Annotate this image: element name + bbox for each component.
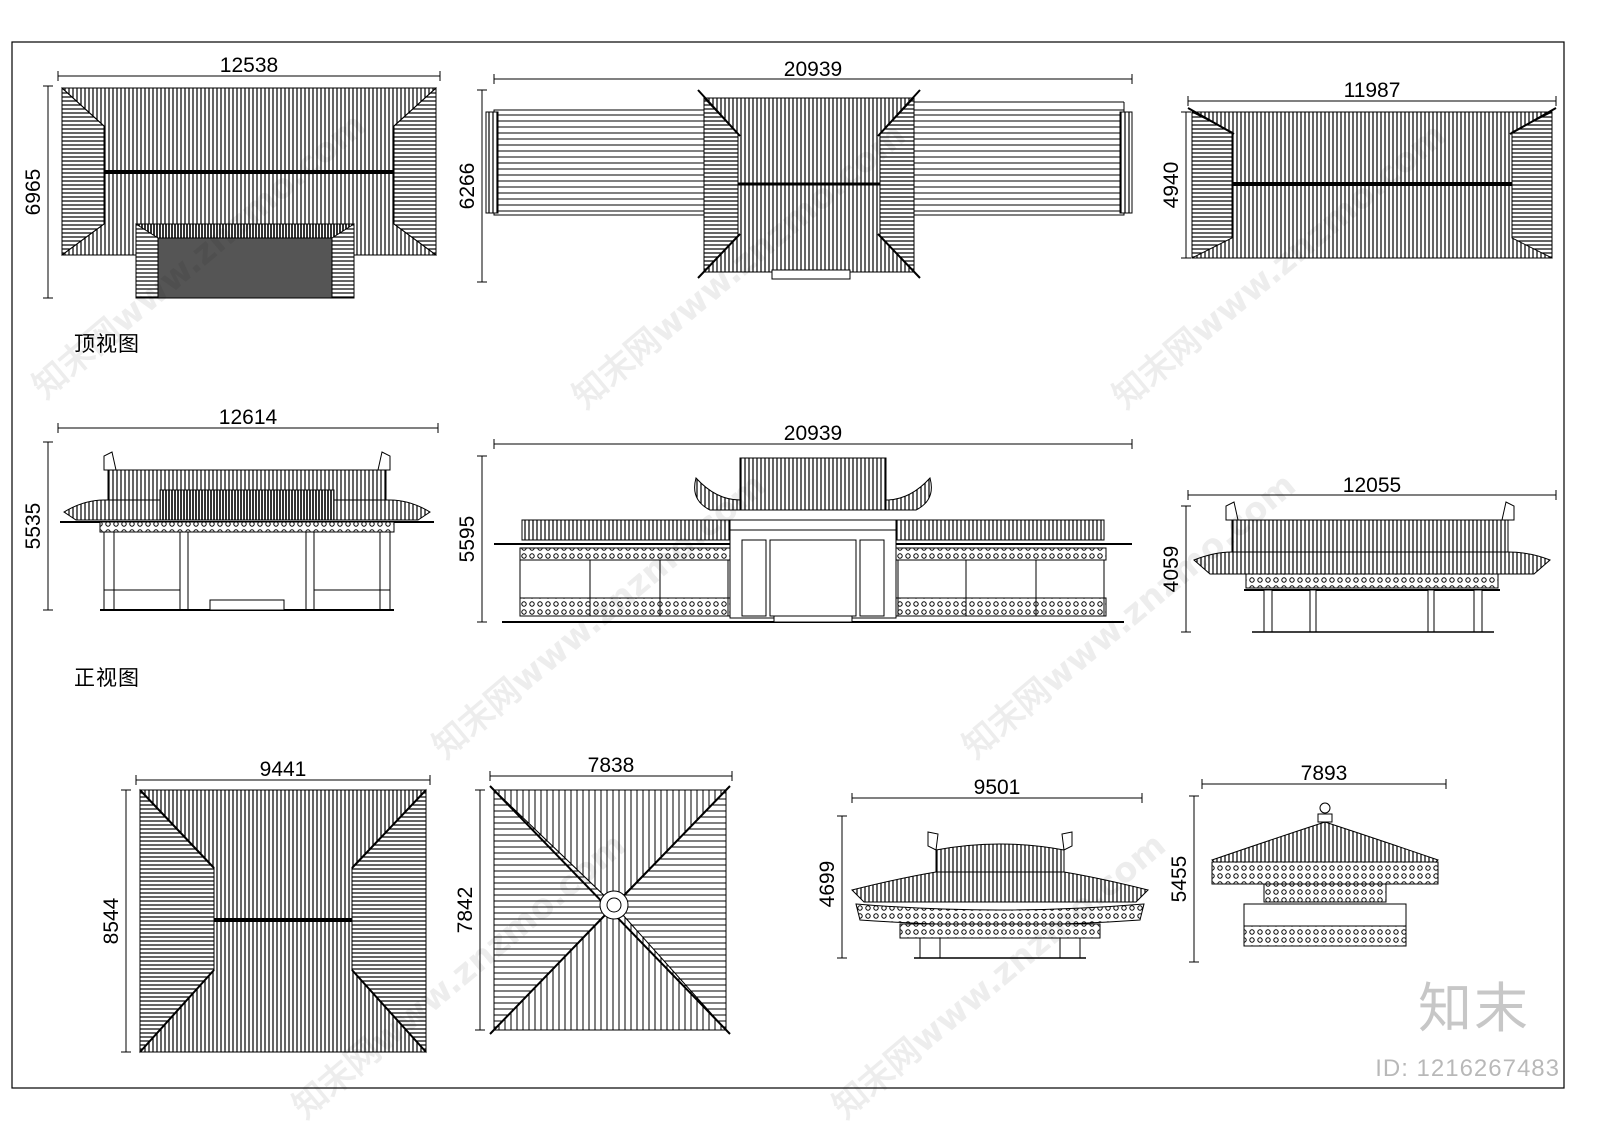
- front-view-3: [1193, 501, 1551, 633]
- top-view-4: [139, 788, 427, 1054]
- dim-1: [43, 71, 441, 299]
- dim-9-height: 4699: [816, 861, 839, 908]
- dim-3-height: 4940: [1160, 162, 1183, 209]
- top-view-1: [61, 86, 437, 299]
- top-view-2: [485, 89, 1133, 280]
- image-id-text: ID: 1216267483: [1375, 1055, 1560, 1082]
- dim-8-height: 7842: [454, 887, 477, 934]
- top-view-label: 顶视图: [74, 332, 140, 356]
- dim-7-height: 8544: [100, 897, 123, 944]
- top-view-5: [489, 785, 731, 1035]
- dim-2: [477, 74, 1133, 283]
- front-view-5: [1211, 802, 1439, 947]
- dim-5: [477, 439, 1133, 623]
- dim-9-width: 9501: [974, 776, 1021, 799]
- front-view-1: [60, 451, 434, 611]
- dim-2-width: 20939: [784, 58, 842, 81]
- top-view-3: [1187, 107, 1557, 259]
- dim-6-width: 12055: [1343, 474, 1401, 497]
- dim-8-width: 7838: [588, 754, 635, 777]
- dim-4: [43, 423, 439, 611]
- dim-1-width: 12538: [220, 54, 278, 77]
- front-view-4: [851, 831, 1149, 959]
- dim-8: [475, 771, 733, 1031]
- dim-3: [1181, 96, 1557, 259]
- dim-5-height: 5595: [456, 516, 479, 563]
- dim-10-width: 7893: [1301, 762, 1348, 785]
- dim-4-height: 5535: [22, 503, 45, 550]
- dim-7-width: 9441: [260, 758, 307, 781]
- dim-7: [121, 775, 431, 1053]
- dim-6-height: 4059: [1160, 546, 1183, 593]
- dim-9: [837, 793, 1143, 959]
- dim-6: [1181, 490, 1557, 633]
- front-view-label: 正视图: [74, 666, 140, 690]
- dim-1-height: 6965: [22, 169, 45, 216]
- dim-4-width: 12614: [219, 406, 278, 429]
- dim-2-height: 6266: [456, 163, 479, 210]
- dim-3-width: 11987: [1344, 79, 1401, 102]
- dim-10-height: 5455: [1168, 856, 1191, 903]
- front-view-2: [494, 457, 1132, 623]
- dim-5-width: 20939: [784, 422, 842, 445]
- sheet-border: [11, 41, 1565, 1089]
- dim-10: [1189, 779, 1447, 963]
- brand-watermark: 知末: [1418, 977, 1530, 1040]
